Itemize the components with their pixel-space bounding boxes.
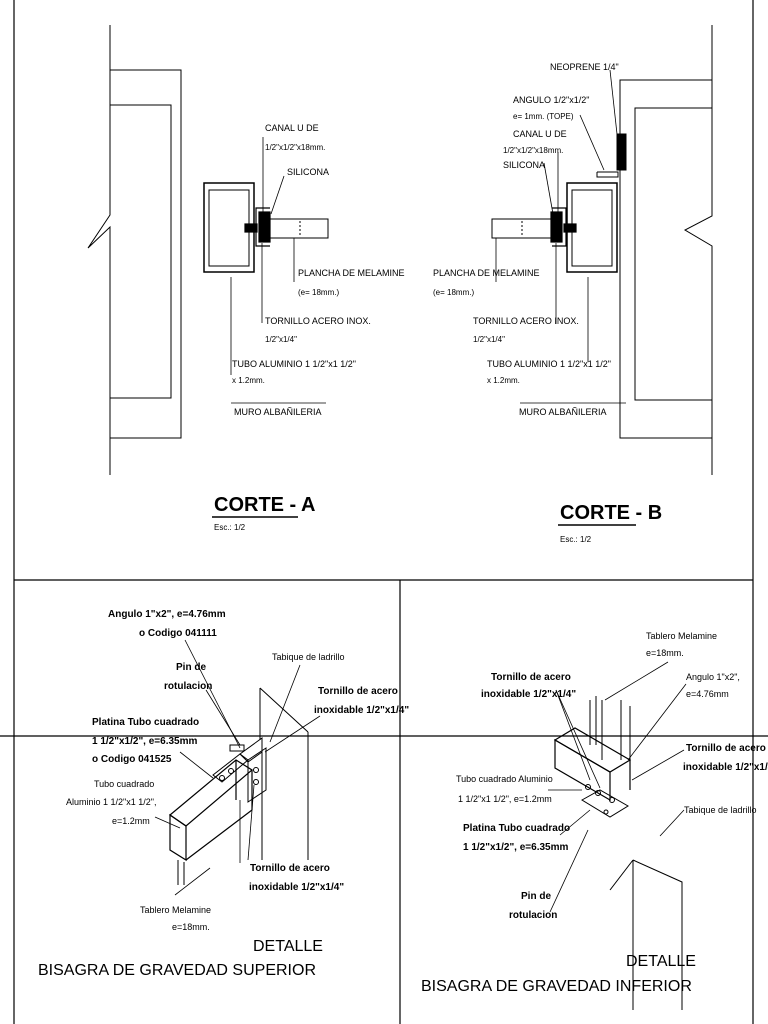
corte-b-stop xyxy=(596,133,627,178)
detalle-superior-label-tubo-3: e=1.2mm xyxy=(112,816,150,826)
detalle-inferior-title-2: BISAGRA DE GRAVEDAD INFERIOR xyxy=(421,978,692,995)
corte-b-label-tornillo-2: 1/2"x1/4" xyxy=(473,335,505,344)
detalle-inferior-leaders xyxy=(548,661,687,913)
detalle-superior-label-tablero-1: Tablero Melamine xyxy=(140,905,211,915)
detalle-superior-label-tornillo-b-1: Tornillo de acero xyxy=(250,863,330,874)
detalle-inferior-label-pin-2: rotulacion xyxy=(509,910,557,921)
detalle-superior-label-platina-3: o Codigo 041525 xyxy=(92,754,172,765)
detalle-superior-label-tabique: Tabique de ladrillo xyxy=(272,652,345,662)
detalle-superior-tube xyxy=(169,759,254,862)
detalle-superior-label-tubo-1: Tubo cuadrado xyxy=(94,779,154,789)
detalle-superior-leaders xyxy=(154,639,321,896)
detalle-inferior-title-1: DETALLE xyxy=(626,953,696,970)
detalle-superior-wall xyxy=(259,687,309,860)
corte-b-label-canal-2: 1/2"x1/2"x18mm. xyxy=(503,146,563,155)
corte-a-leaders xyxy=(230,137,326,404)
corte-a-title: CORTE - A xyxy=(214,494,315,516)
corte-b-label-angulo-1: ANGULO 1/2"x1/2" xyxy=(513,95,589,105)
detalle-inferior-label-tornillo-a-2: inoxidable 1/2"x1/4" xyxy=(481,689,576,700)
corte-a-label-muro: MURO ALBAÑILERIA xyxy=(234,407,322,417)
corte-a-label-tornillo-2: 1/2"x1/4" xyxy=(265,335,297,344)
detalle-inferior-wall xyxy=(609,859,683,1010)
corte-a-label-plancha-1: PLANCHA DE MELAMINE xyxy=(298,268,405,278)
detalle-superior-label-tubo-2: Aluminio 1 1/2"x1 1/2", xyxy=(66,797,156,807)
corte-a-scale: Esc.: 1/2 xyxy=(214,523,246,532)
corte-b-leaders xyxy=(495,69,626,404)
corte-b-section: NEOPRENE 1/4" ANGULO 1/2"x1/2" e= 1mm. (… xyxy=(433,25,713,544)
detalle-superior-title-2: BISAGRA DE GRAVEDAD SUPERIOR xyxy=(38,962,316,979)
corte-b-title: CORTE - B xyxy=(560,502,662,524)
detalle-inferior-panel xyxy=(589,696,631,760)
corte-a-label-plancha-2: (e= 18mm.) xyxy=(298,288,339,297)
corte-b-label-muro: MURO ALBAÑILERIA xyxy=(519,407,607,417)
corte-b-label-neoprene: NEOPRENE 1/4" xyxy=(550,62,619,72)
detalle-inferior-label-pin-1: Pin de xyxy=(521,891,551,902)
detalle-superior-label-pin-2: rotulacion xyxy=(164,681,212,692)
detalle-inferior-label-tablero-1: Tablero Melamine xyxy=(646,631,717,641)
corte-a-panel xyxy=(269,218,329,239)
corte-b-panel xyxy=(491,218,553,239)
detalle-inferior-plate xyxy=(581,784,629,818)
corte-b-label-tornillo-1: TORNILLO ACERO INOX. xyxy=(473,316,579,326)
detalle-superior-label-tornillo-a-1: Tornillo de acero xyxy=(318,686,398,697)
corte-b-label-tubo-1: TUBO ALUMINIO 1 1/2"x1 1/2" xyxy=(487,359,611,369)
corte-a-label-silicona: SILICONA xyxy=(287,167,329,177)
detalle-superior-title-1: DETALLE xyxy=(253,938,323,955)
detalle-superior-label-angulo-1: Angulo 1"x2", e=4.76mm xyxy=(108,609,226,620)
corte-b-channel xyxy=(550,207,577,247)
corte-b-label-silicona: SILICONA xyxy=(503,160,545,170)
detalle-inferior-tube xyxy=(553,727,632,802)
detalle-superior-section: Angulo 1"x2", e=4.76mm o Codigo 041111 T… xyxy=(38,609,409,979)
corte-a-wall xyxy=(87,25,182,475)
detalle-superior-label-tablero-2: e=18mm. xyxy=(172,922,210,932)
detalle-inferior-label-platina-2: 1 1/2"x1/2", e=6.35mm xyxy=(463,842,568,853)
detalle-superior-label-platina-2: 1 1/2"x1/2", e=6.35mm xyxy=(92,736,197,747)
detalle-superior-label-tornillo-b-2: inoxidable 1/2"x1/4" xyxy=(249,882,344,893)
corte-a-label-tubo-1: TUBO ALUMINIO 1 1/2"x1 1/2" xyxy=(232,359,356,369)
detalle-superior-panel xyxy=(177,860,185,885)
detalle-superior-label-pin-1: Pin de xyxy=(176,662,206,673)
corte-b-label-tubo-2: x 1.2mm. xyxy=(487,376,520,385)
corte-a-label-canal-2: 1/2"x1/2"x18mm. xyxy=(265,143,325,152)
detalle-inferior-label-tablero-2: e=18mm. xyxy=(646,648,684,658)
detalle-inferior-label-angulo-2: e=4.76mm xyxy=(686,689,729,699)
detalle-superior-plate xyxy=(212,737,267,803)
detalle-inferior-label-tornillo-b-2: inoxidable 1/2"x1/4" xyxy=(683,762,768,773)
detalle-inferior-label-tubo-1: Tubo cuadrado Aluminio xyxy=(456,774,553,784)
corte-a-section: CANAL U DE 1/2"x1/2"x18mm. SILICONA PLAN… xyxy=(87,25,405,532)
corte-a-label-tornillo-1: TORNILLO ACERO INOX. xyxy=(265,316,371,326)
corte-a-label-canal-1: CANAL U DE xyxy=(265,123,319,133)
detalle-inferior-section: Tablero Melamine e=18mm. Tornillo de ace… xyxy=(421,631,768,1010)
corte-b-label-angulo-2: e= 1mm. (TOPE) xyxy=(513,112,574,121)
detalle-inferior-label-tornillo-a-1: Tornillo de acero xyxy=(491,672,571,683)
detalle-inferior-label-angulo-1: Angulo 1"x2", xyxy=(686,672,740,682)
corte-b-label-plancha-1: PLANCHA DE MELAMINE xyxy=(433,268,540,278)
corte-b-wall xyxy=(619,25,713,475)
corte-b-label-canal-1: CANAL U DE xyxy=(513,129,567,139)
detalle-superior-label-platina-1: Platina Tubo cuadrado xyxy=(92,717,199,728)
corte-a-label-tubo-2: x 1.2mm. xyxy=(232,376,265,385)
detalle-inferior-label-tornillo-b-1: Tornillo de acero xyxy=(686,743,766,754)
detalle-superior-label-angulo-2: o Codigo 041111 xyxy=(139,628,217,639)
corte-b-label-plancha-2: (e= 18mm.) xyxy=(433,288,474,297)
detalle-inferior-label-tabique: Tabique de ladrillo xyxy=(684,805,757,815)
corte-b-scale: Esc.: 1/2 xyxy=(560,535,592,544)
detalle-inferior-label-platina-1: Platina Tubo cuadrado xyxy=(463,823,570,834)
detalle-superior-label-tornillo-a-2: inoxidable 1/2"x1/4" xyxy=(314,705,409,716)
detalle-inferior-label-tubo-2: 1 1/2"x1 1/2", e=1.2mm xyxy=(458,794,552,804)
